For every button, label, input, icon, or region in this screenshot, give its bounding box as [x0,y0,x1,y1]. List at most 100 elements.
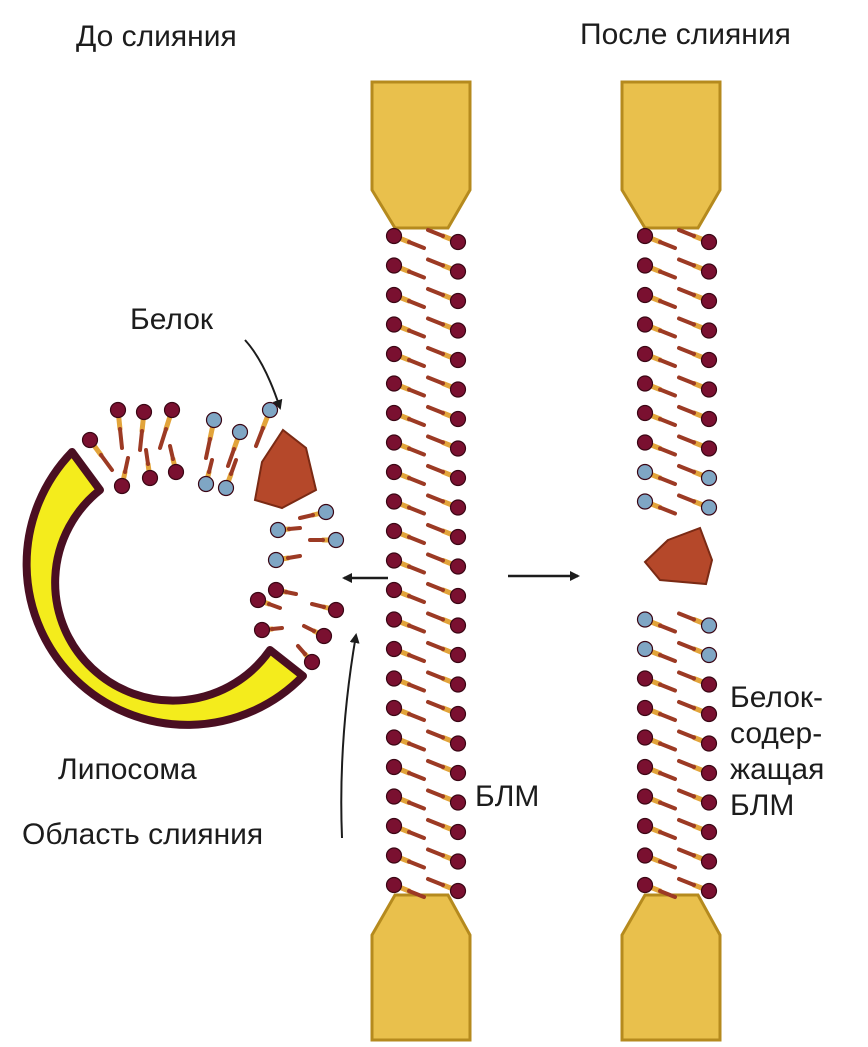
support-top-right [622,82,720,228]
lipid-molecule [679,673,717,693]
lipid-molecule [111,403,126,449]
lipid-molecule [269,553,301,568]
pointer-arrow-icon [245,340,280,408]
lipid-molecule [638,229,676,249]
lipid-molecule [256,403,278,447]
support-bottom-left [372,895,470,1040]
blm-left [372,82,470,1040]
lipid-molecule [428,850,466,870]
protein-blm-label: Белок- содер- жащая БЛМ [730,680,824,824]
lipid-molecule [271,523,301,538]
blm-lipid-rows [387,229,466,899]
lipid-molecule [638,435,676,455]
lipid-molecule [387,701,425,721]
protein-blm-label-line: жащая [730,752,824,788]
lipid-molecule [679,614,717,634]
lipid-molecule [83,433,113,471]
lipid-molecule [638,671,676,691]
lipid-molecule [428,437,466,457]
protein-blm-label-line: Белок- [730,680,824,716]
lipid-molecule [387,317,425,337]
lipid-molecule [428,643,466,663]
support-top-left [372,82,470,228]
blm-right [622,82,720,1040]
lipid-molecule [679,850,717,870]
blm-label: БЛМ [475,782,539,812]
lipid-molecule [160,403,180,449]
lipid-molecule [199,460,214,492]
lipid-molecule [679,702,717,722]
lipid-molecule [115,458,130,494]
lipid-molecule [679,466,717,486]
protein-label: Белок [130,305,213,335]
lipid-molecule [428,289,466,309]
lipid-molecule [428,673,466,693]
lipid-molecule [679,319,717,339]
lipid-molecule [638,376,676,396]
lipid-molecule [387,347,425,367]
lipid-molecule [679,289,717,309]
lipid-molecule [638,258,676,278]
lipid-molecule [638,612,676,632]
lipid-molecule [428,466,466,486]
liposome-lipids [83,403,344,670]
lipid-molecule [679,791,717,811]
lipid-molecule [269,583,297,598]
protein-blm-label-line: БЛМ [730,788,824,824]
pointer-arrow-icon [341,635,356,838]
protein-blm-label-line: содер- [730,716,824,752]
lipid-molecule [428,525,466,545]
lipid-molecule [387,819,425,839]
lipid-molecule [679,761,717,781]
lipid-molecule [143,450,158,486]
lipid-molecule [387,258,425,278]
lipid-molecule [638,347,676,367]
lipid-molecule [638,789,676,809]
lipid-molecule [679,496,717,516]
lipid-molecule [387,583,425,603]
lipid-molecule [169,446,184,480]
after-fusion-title: После слияния [580,20,791,50]
lipid-molecule [679,260,717,280]
lipid-molecule [638,406,676,426]
lipid-molecule [428,407,466,427]
lipid-molecule [679,437,717,457]
lipid-molecule [428,702,466,722]
lipid-molecule [638,848,676,868]
lipid-molecule [638,701,676,721]
lipid-molecule [387,642,425,662]
lipid-molecule [387,671,425,691]
lipid-molecule [387,760,425,780]
lipid-molecule [428,555,466,575]
lipid-molecule [387,730,425,750]
lipid-molecule [428,584,466,604]
lipid-molecule [679,407,717,427]
lipid-molecule [298,646,320,670]
lipid-molecule [310,533,344,548]
lipid-molecule [679,378,717,398]
before-fusion-title: До слияния [76,22,237,52]
lipid-molecule [638,760,676,780]
lipid-molecule [428,348,466,368]
lipid-molecule [638,465,676,485]
lipid-molecule [387,553,425,573]
lipid-molecule [387,494,425,514]
liposome-label: Липосома [58,755,197,785]
lipid-molecule [428,614,466,634]
lipid-molecule [387,465,425,485]
lipid-molecule [428,732,466,752]
lipid-molecule [679,348,717,368]
lipid-molecule [679,230,717,250]
lipid-molecule [387,229,425,249]
lipid-molecule [304,626,332,644]
lipid-molecule [387,288,425,308]
lipid-molecule [428,761,466,781]
lipid-molecule [428,791,466,811]
support-bottom-right [622,895,720,1040]
lipid-molecule [312,603,344,618]
lipid-molecule [428,496,466,516]
lipid-molecule [387,406,425,426]
fusion-region-label: Область слияния [22,820,263,850]
lipid-molecule [387,789,425,809]
